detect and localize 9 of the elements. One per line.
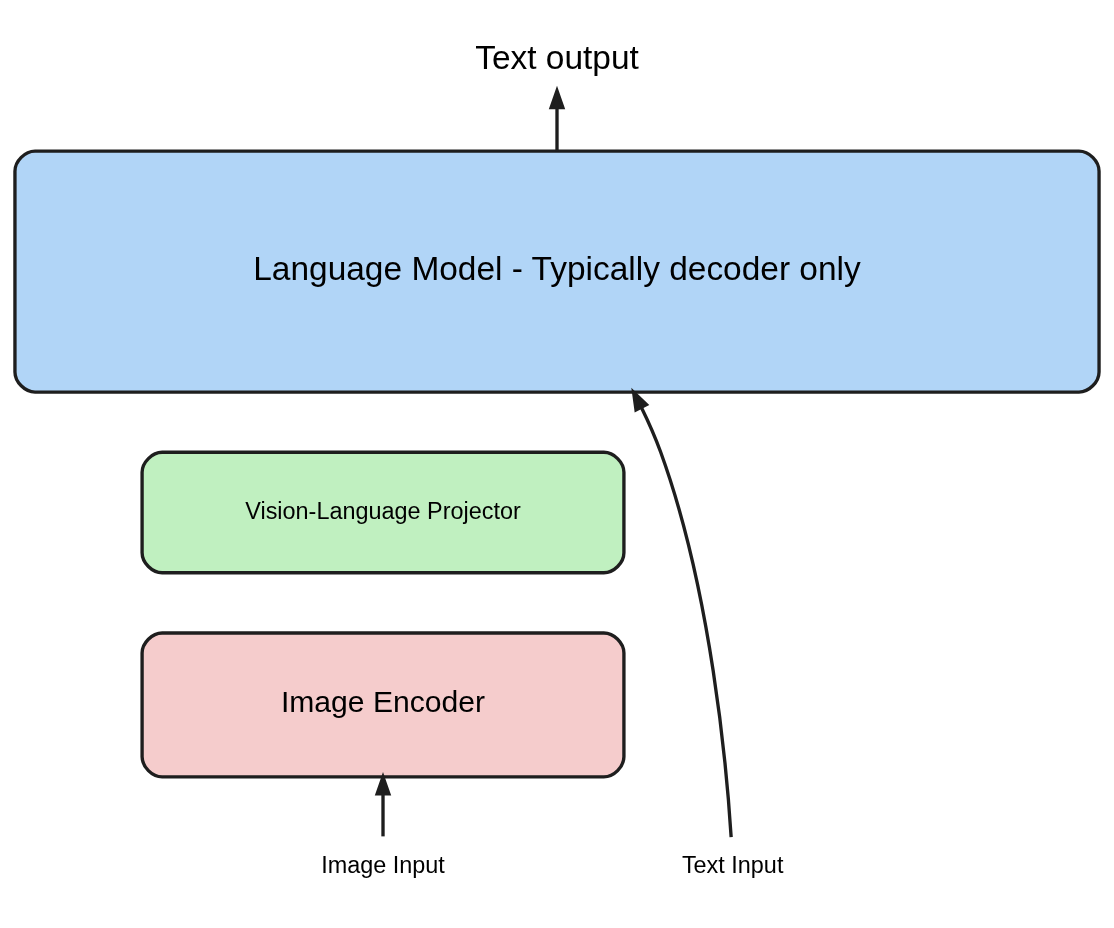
arrow <box>631 387 733 838</box>
arrow <box>548 85 566 152</box>
node-text: Text output <box>475 39 639 77</box>
node-box: Image Encoder <box>140 631 626 779</box>
node-box: Language Model - Typically decoder only <box>13 149 1101 394</box>
node-text: Text Input <box>681 852 784 879</box>
node-text: Image Input <box>321 852 445 879</box>
node-box: Vision-Language Projector <box>140 450 626 575</box>
arrow <box>374 772 392 837</box>
